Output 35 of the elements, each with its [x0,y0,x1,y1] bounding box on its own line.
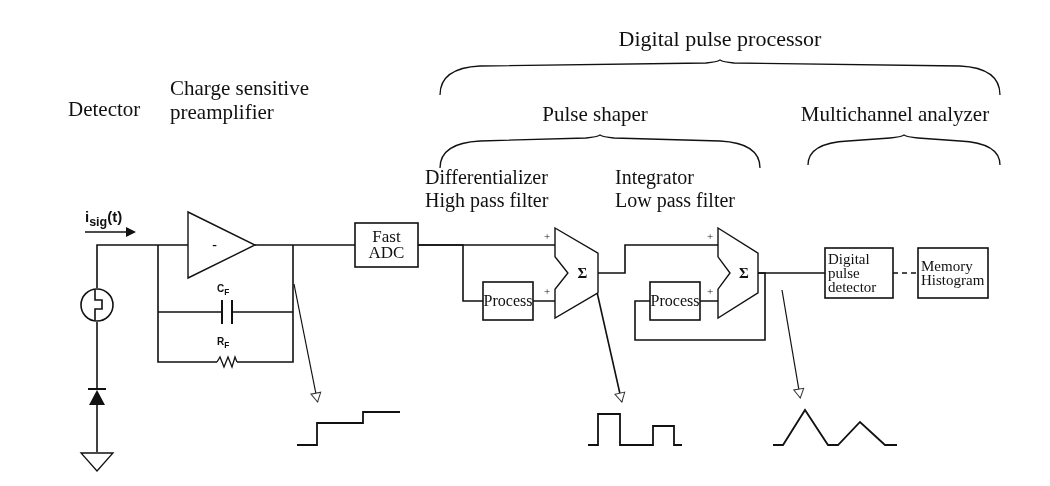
signal-line [96,321,98,390]
plus-sign: + [544,285,552,298]
signal-line [96,404,98,453]
signal-line [96,244,189,289]
process-box: Process [483,282,533,320]
diode-symbol [88,388,106,405]
plus-sign: + [707,230,715,243]
pointer-arrow [293,283,322,403]
process-box: Process [650,282,700,320]
heading-label: Detector [68,97,142,122]
detector-symbol [80,288,114,322]
filter-label: High pass filter [425,189,550,212]
heading-label: Pulse shaper [541,102,649,127]
signal-label: i$_{sig}$(t) [85,208,124,230]
plus-sign: + [707,285,715,298]
component-label: R$_{F}$ [217,336,231,351]
signal-line [596,292,626,403]
summing-junction: Σ [555,228,598,318]
signal-line [634,272,766,341]
ground-symbol [80,452,114,472]
heading-label: Charge sensitive preamplifier [170,76,310,125]
heading-label: Multichannel analyzer [799,102,991,127]
adc-box: Fast ADC [355,223,418,267]
memory-box: Memory Histogram [918,248,988,298]
heading-label: Digital pulse processor [617,26,823,52]
detector-box: Digital pulse detector [825,248,893,298]
component-label: C$_{F}$ [217,283,231,298]
filter-label: Differentializer [425,166,549,189]
signal-line [254,244,356,246]
filter-label: Integrator [615,166,695,189]
filter-label: Low pass filter [615,189,736,212]
pointer-arrow [781,289,805,399]
plus-sign: + [544,230,552,243]
summing-junction: Σ [718,228,758,318]
amplifier-symbol: - [188,212,255,278]
